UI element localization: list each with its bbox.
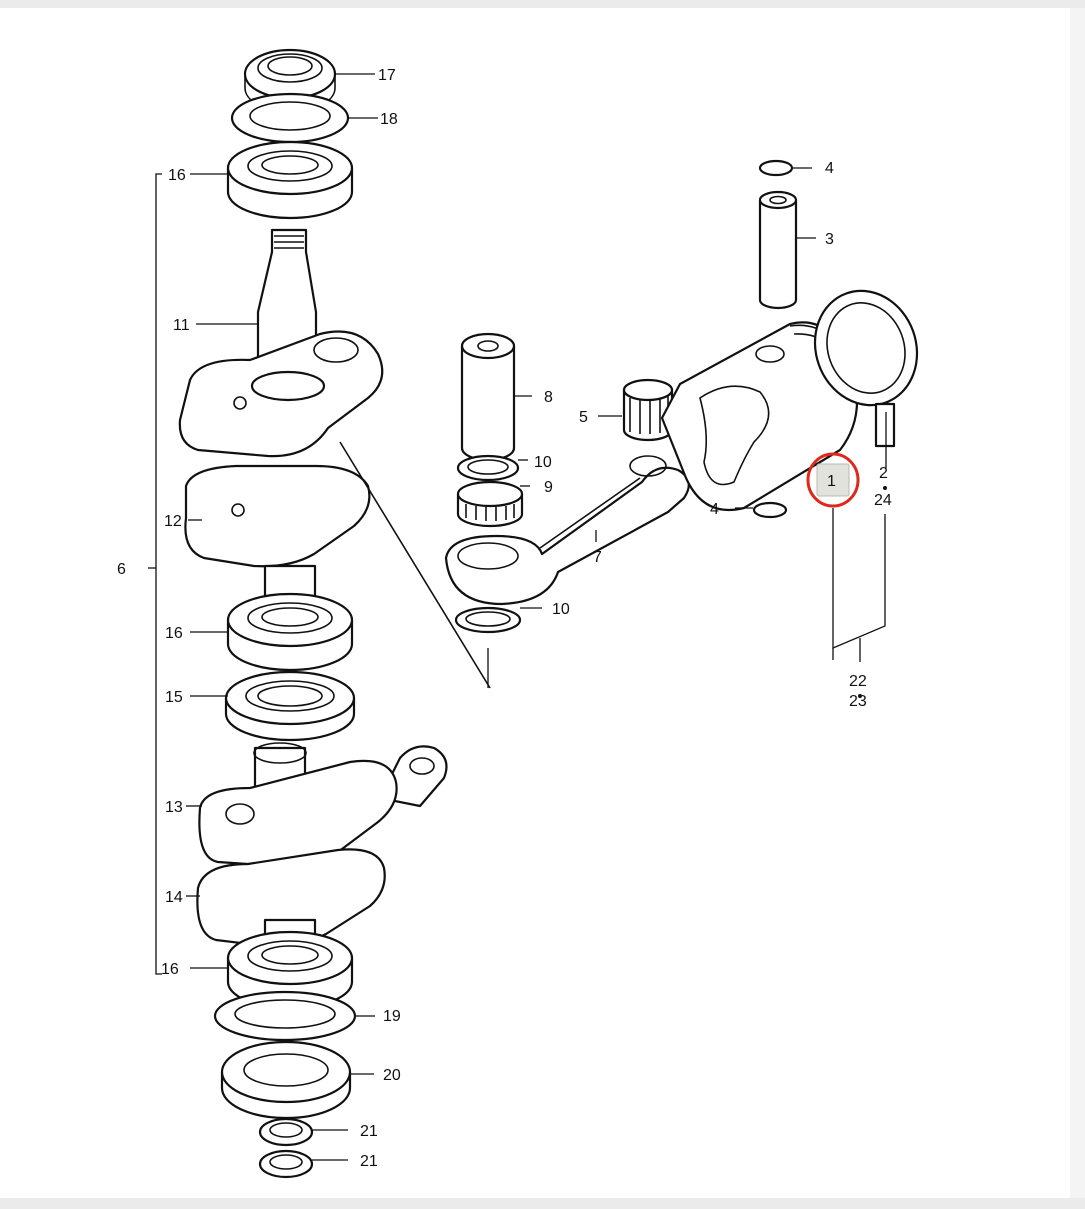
label-21: 21 — [360, 1153, 378, 1170]
label-19: 19 — [383, 1008, 401, 1025]
label-10: 10 — [534, 454, 552, 471]
part-4-circlip-lower[interactable] — [752, 501, 788, 519]
bracket-6 — [148, 173, 162, 975]
part-15-bearing[interactable] — [224, 670, 356, 742]
label-13: 13 — [165, 799, 183, 816]
label-7: 7 — [593, 549, 602, 566]
label-15: 15 — [165, 689, 183, 706]
part-13-crank-web[interactable] — [198, 742, 448, 868]
label-14: 14 — [165, 889, 183, 906]
label-4: 4 — [710, 501, 719, 518]
label-21: 21 — [360, 1123, 378, 1140]
label-3: 3 — [825, 231, 834, 248]
label-8: 8 — [544, 389, 553, 406]
part-2-piston-ring-set[interactable] — [799, 276, 933, 448]
crank-web-upper[interactable] — [178, 330, 384, 458]
label-16: 16 — [168, 167, 186, 184]
part-3-piston-pin[interactable] — [758, 190, 798, 310]
part-5-small-end-bearing[interactable] — [622, 378, 674, 442]
label-20: 20 — [383, 1067, 401, 1084]
diagram-viewport: 17 18 16 11 12 6 16 15 13 14 16 19 20 21… — [0, 8, 1070, 1198]
crankshaft-piston-exploded-diagram: 17 18 16 11 12 6 16 15 13 14 16 19 20 21… — [117, 48, 933, 1179]
separator-dot — [858, 694, 862, 698]
part-10-washer-upper[interactable] — [456, 454, 520, 482]
label-22: 22 — [849, 673, 867, 690]
label-17: 17 — [378, 67, 396, 84]
callout-box — [816, 463, 850, 497]
part-19-washer[interactable] — [213, 990, 357, 1042]
part-labels: 17 18 16 11 12 6 16 15 13 14 16 19 20 21… — [117, 67, 892, 1170]
part-18-washer[interactable] — [230, 92, 350, 144]
label-16: 16 — [165, 625, 183, 642]
part-16-bearing-middle[interactable] — [226, 592, 354, 672]
label-5: 5 — [579, 409, 588, 426]
part-16-bearing-top[interactable] — [226, 140, 354, 220]
part-7-connecting-rod[interactable] — [444, 455, 690, 606]
label-4: 4 — [825, 160, 834, 177]
part-9-needle-bearing[interactable] — [456, 480, 524, 528]
leader-lines — [186, 73, 816, 1161]
part-10-washer-lower[interactable] — [454, 606, 522, 634]
label-10: 10 — [552, 601, 570, 618]
separator-dot — [883, 486, 887, 490]
label-1: 1 — [827, 473, 836, 490]
label-9: 9 — [544, 479, 553, 496]
label-2: 2 — [879, 465, 888, 482]
part-14-crank-web[interactable] — [196, 848, 386, 948]
label-18: 18 — [380, 111, 398, 128]
scrollbar[interactable] — [1070, 8, 1085, 1198]
part-20-bearing[interactable] — [220, 1040, 352, 1120]
callout-part-1[interactable]: 1 — [806, 452, 860, 508]
label-24: 24 — [874, 492, 892, 509]
part-21-ring-lower[interactable] — [258, 1149, 314, 1179]
label-11: 11 — [173, 317, 190, 334]
part-4-circlip-upper[interactable] — [758, 159, 794, 177]
label-6: 6 — [117, 561, 126, 578]
highlight-ring — [806, 452, 860, 508]
part-12-crank-web[interactable] — [184, 441, 491, 689]
part-21-ring-upper[interactable] — [258, 1117, 314, 1147]
label-16: 16 — [161, 961, 179, 978]
part-8-crank-pin[interactable] — [460, 332, 516, 462]
label-12: 12 — [164, 513, 182, 530]
label-23: 23 — [849, 693, 867, 710]
